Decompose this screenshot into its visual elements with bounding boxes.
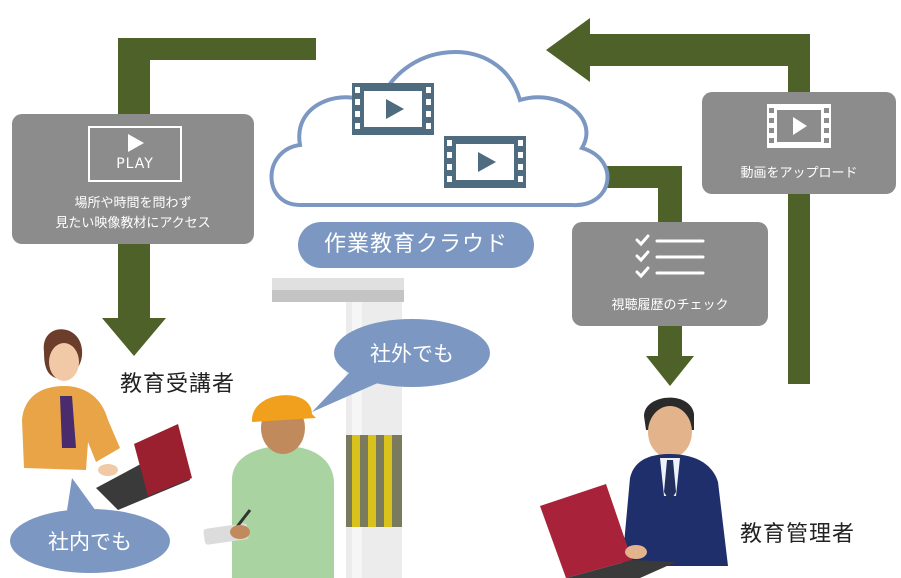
cloud bbox=[269, 50, 610, 208]
access-text-line1: 場所や時間を問わず bbox=[74, 196, 192, 211]
play-label: PLAY bbox=[116, 156, 154, 172]
checklist-icon bbox=[635, 234, 705, 279]
history-box: 視聴履歴のチェック bbox=[572, 222, 768, 326]
film-icon bbox=[444, 136, 526, 188]
play-icon bbox=[386, 99, 404, 119]
arrow-to-cloud bbox=[546, 18, 810, 384]
cloud-shape bbox=[269, 50, 610, 208]
film-icon bbox=[767, 104, 831, 148]
upload-label: 動画をアップロード bbox=[740, 166, 858, 181]
play-screen: PLAY bbox=[88, 126, 182, 182]
learner-illustration bbox=[22, 329, 192, 510]
play-icon bbox=[793, 117, 807, 135]
learner-label: 教育受講者 bbox=[120, 372, 236, 397]
helmet-icon bbox=[252, 395, 316, 422]
film-icon bbox=[352, 83, 434, 135]
cloud-label: 作業教育クラウド bbox=[298, 222, 534, 268]
speech-bubble-outside bbox=[312, 319, 490, 412]
upload-box: 動画をアップロード bbox=[702, 92, 896, 194]
access-box: PLAY 場所や時間を問わず 見たい映像教材にアクセス bbox=[12, 114, 254, 244]
speech-bubble-inside bbox=[10, 478, 170, 573]
worker-illustration bbox=[203, 395, 334, 578]
laptop-icon bbox=[540, 484, 632, 578]
play-icon bbox=[128, 134, 144, 152]
access-text-line2: 見たい映像教材にアクセス bbox=[55, 216, 211, 231]
arrow-to-admin bbox=[598, 166, 694, 386]
bubble-inside-text: 社内でも bbox=[48, 530, 132, 554]
history-label: 視聴履歴のチェック bbox=[611, 298, 729, 313]
bubble-outside-text: 社外でも bbox=[370, 342, 454, 366]
admin-label: 教育管理者 bbox=[740, 522, 856, 547]
play-icon bbox=[478, 152, 496, 172]
admin-illustration bbox=[540, 397, 728, 578]
